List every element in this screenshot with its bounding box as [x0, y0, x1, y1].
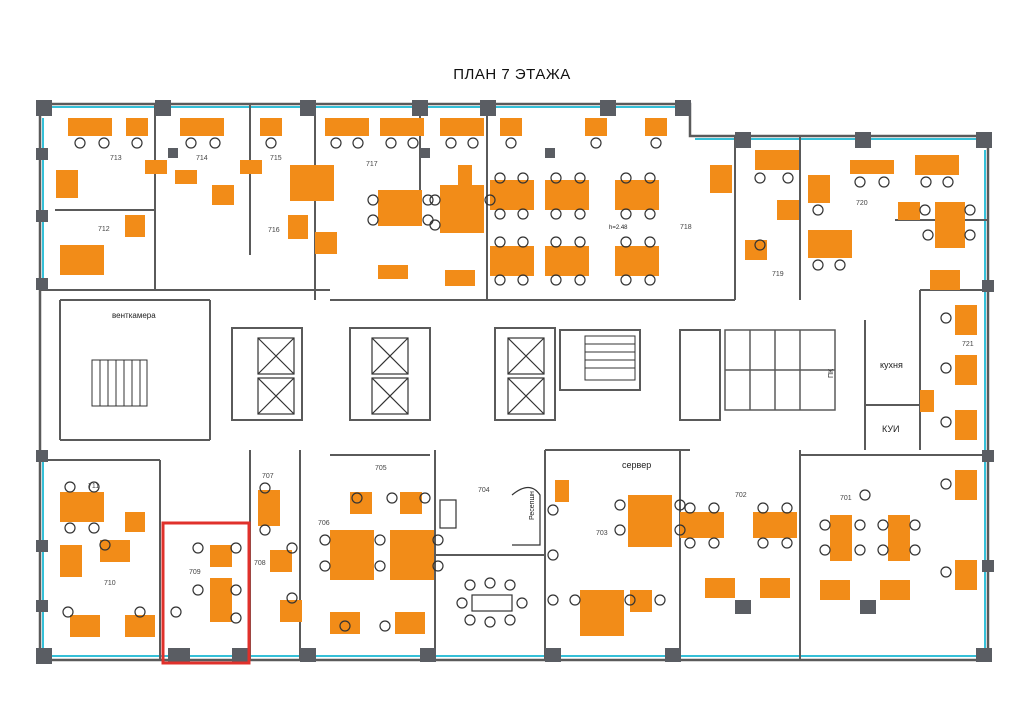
room-number: 717 [366, 161, 378, 168]
reception-label: Ресепшн [529, 491, 536, 520]
restrooms [724, 329, 836, 411]
plan-title: ПЛАН 7 ЭТАЖА [453, 66, 571, 83]
desks [56, 118, 977, 637]
room-number: 708 [254, 560, 266, 567]
kitchen-label: кухня [880, 360, 903, 370]
room-number: 706 [318, 520, 330, 527]
room-number: 703 [596, 530, 608, 537]
pk-label: ПК [828, 368, 835, 378]
chairs [62, 137, 976, 632]
room-number: 705 [375, 465, 387, 472]
height-label: h=2.48 [609, 225, 628, 231]
room-number: 711 [88, 483, 99, 490]
kui-label: КУИ [882, 424, 900, 434]
room-number: 715 [270, 155, 282, 162]
meeting-table [456, 577, 528, 628]
room-number: 721 [962, 341, 974, 348]
reception-desk [439, 486, 541, 546]
room-number: 712 [98, 226, 110, 233]
room-number: 713 [110, 155, 122, 162]
room-number: 707 [262, 473, 274, 480]
room-number: 701 [840, 495, 852, 502]
interior-walls [40, 104, 988, 660]
room-number: 702 [735, 492, 747, 499]
highlighted-office[interactable] [161, 521, 251, 665]
room-number: 704 [478, 487, 490, 494]
elevators [257, 337, 545, 415]
server-label: сервер [622, 460, 651, 470]
room-number: 714 [196, 155, 208, 162]
ventkamera-label: венткамера [112, 311, 156, 320]
room-number: 710 [104, 580, 116, 587]
columns [36, 100, 994, 664]
room-number: 720 [856, 200, 868, 207]
room-number: 719 [772, 271, 784, 278]
core [231, 327, 721, 421]
room-number: 716 [268, 227, 280, 234]
room-number: 709 [189, 569, 201, 576]
stairs [91, 335, 636, 407]
room-number: 718 [680, 224, 692, 231]
